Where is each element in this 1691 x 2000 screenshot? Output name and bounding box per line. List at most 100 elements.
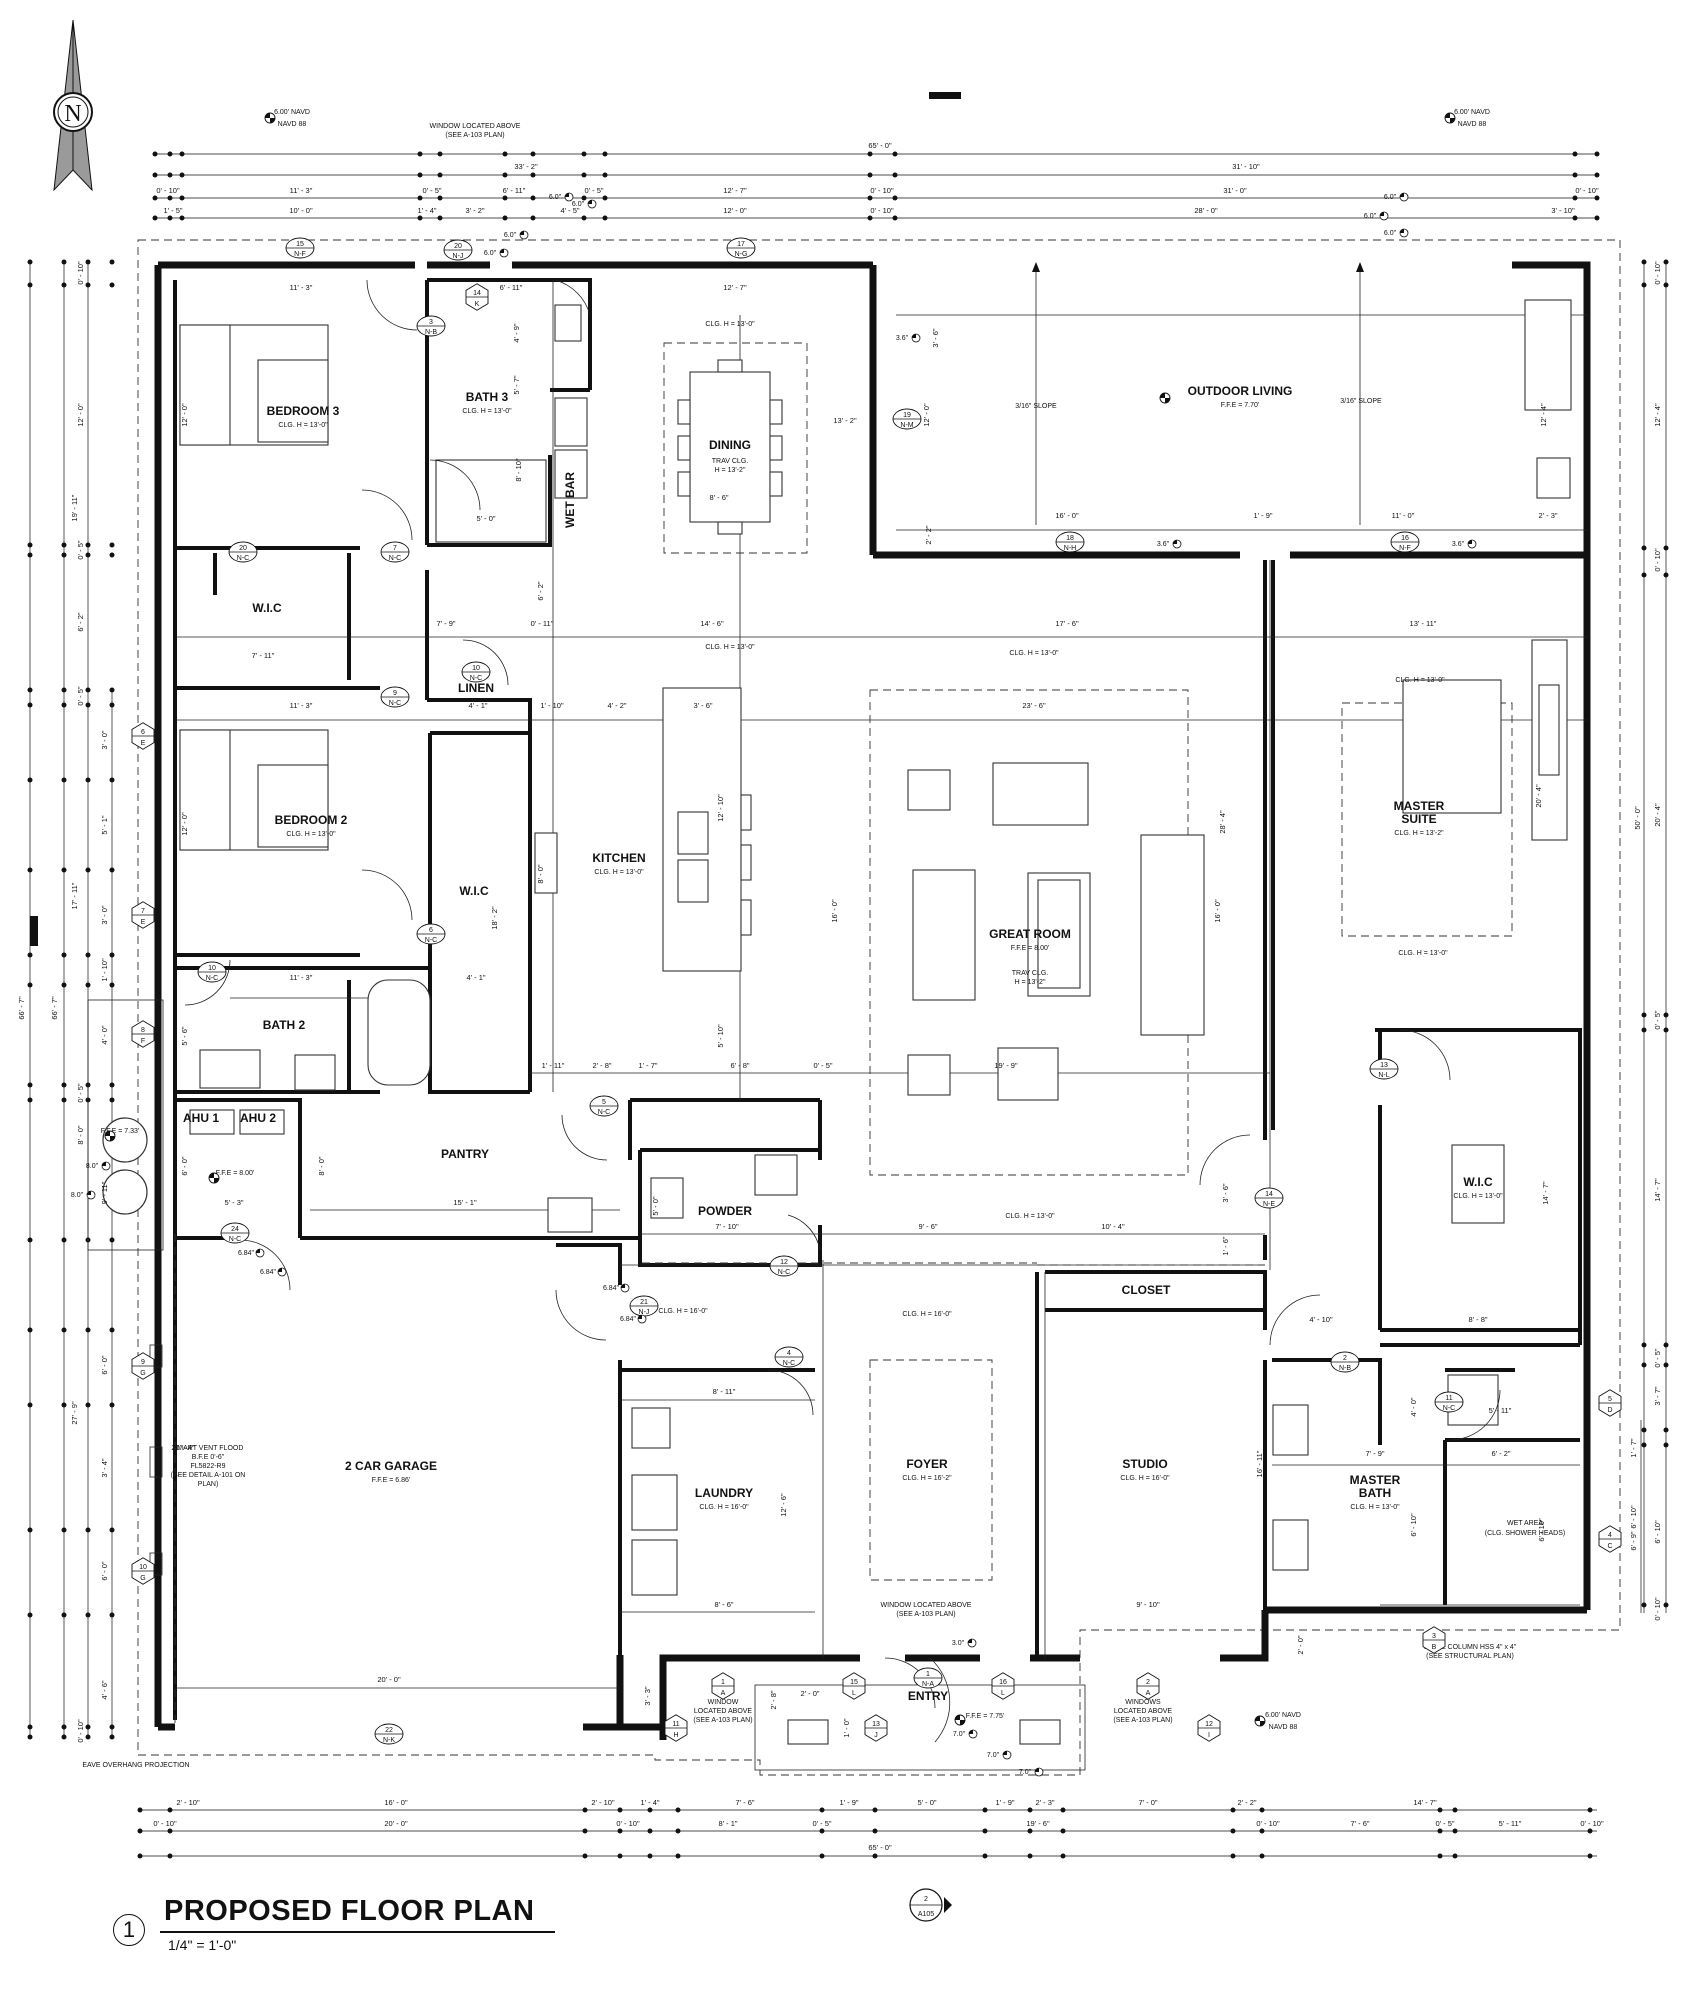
door-tag-number: 14 xyxy=(1265,1191,1273,1198)
top-dimension: 65' - 0" xyxy=(868,141,892,150)
interior-dimension-vertical: 12' - 10" xyxy=(716,794,725,822)
plan-callout: (SEE A-103 PLAN) xyxy=(693,1717,752,1724)
elevation-marker: 6.0" xyxy=(549,192,574,202)
left-dimension: 4' - 0" xyxy=(100,1025,109,1044)
elevation-value: 6.0" xyxy=(484,250,497,257)
door-tag: 20N-J xyxy=(443,239,473,261)
left-dimension: 4' - 6" xyxy=(100,1680,109,1699)
room-label: DINING xyxy=(709,438,751,452)
room-label: W.I.C xyxy=(459,884,489,898)
left-dimension: 9' - 11" xyxy=(100,1181,109,1204)
window-tag: 8F xyxy=(131,1020,155,1048)
top-dimension: 10' - 0" xyxy=(289,206,313,215)
door-tag-type: N-C xyxy=(1443,1405,1455,1412)
bottom-dimension: 1' - 4" xyxy=(640,1798,659,1807)
interior-dimension-vertical: 5' - 6" xyxy=(180,1026,189,1045)
interior-dimension-vertical: 8' - 10" xyxy=(514,458,523,482)
interior-dimension: 2' - 3" xyxy=(1538,511,1557,520)
interior-dimension: 4' - 10" xyxy=(1309,1315,1333,1324)
elevation-value: 6.84" xyxy=(603,1285,620,1292)
door-tag: 10N-C xyxy=(197,961,227,983)
left-dimension: 0' - 5" xyxy=(76,540,85,559)
window-tag-type: L xyxy=(1001,1690,1005,1697)
window-tag-number: 3 xyxy=(1432,1633,1436,1640)
window-tag-number: 7 xyxy=(141,908,145,915)
interior-dimension-vertical: 16' - 0" xyxy=(1213,899,1222,923)
bottom-dimension: 5' - 0" xyxy=(917,1798,936,1807)
door-tag-type: N-C xyxy=(470,675,482,682)
interior-dimension: 9' - 6" xyxy=(918,1222,937,1231)
left-dimension: 27' - 9" xyxy=(70,1401,79,1425)
left-dimension: 6' - 0" xyxy=(100,1561,109,1580)
door-tag-number: 18 xyxy=(1066,535,1074,542)
door-tag-type: N-F xyxy=(294,251,306,258)
interior-dimension-vertical: 8' - 0" xyxy=(536,864,545,883)
door-tag: 20N-C xyxy=(228,541,258,563)
left-marker xyxy=(30,916,38,946)
elevation-marker: 6.0" xyxy=(1384,192,1409,202)
interior-dimension: 13' - 2" xyxy=(833,416,857,425)
top-dimension: 0' - 10" xyxy=(870,206,894,215)
left-dimension: 12' - 0" xyxy=(76,403,85,427)
dimension-lines xyxy=(29,153,1667,1857)
window-tag-type: B xyxy=(1432,1644,1437,1651)
right-dimension: 3' - 7" xyxy=(1653,1386,1662,1405)
elevation-value: 7.0" xyxy=(987,1752,1000,1759)
door-tag-number: 17 xyxy=(737,241,745,248)
top-dimension: 12' - 0" xyxy=(723,206,747,215)
room-label: BEDROOM 2 xyxy=(275,813,348,827)
plan-note: CLG. H = 13'-0" xyxy=(1009,650,1059,657)
interior-dimension: 1' - 9" xyxy=(1253,511,1272,520)
room-ceiling-height: CLG. H = 16'-0" xyxy=(699,1504,749,1511)
interior-dimension-vertical: 12' - 0" xyxy=(922,403,931,427)
bottom-dimension: 7' - 0" xyxy=(1138,1798,1157,1807)
plan-note: 3/16" SLOPE xyxy=(1340,398,1382,405)
door-tag-type: N-J xyxy=(639,1309,650,1316)
datum-icon xyxy=(1444,112,1456,124)
left-dimension: 5' - 1" xyxy=(100,815,109,834)
eave-overhang-line xyxy=(137,239,1621,1776)
elevation-marker: 6.0" xyxy=(504,230,529,240)
interior-dimension: 13' - 11" xyxy=(1410,619,1437,628)
window-tag: 14K xyxy=(465,283,489,311)
interior-dimension: 7' - 9" xyxy=(436,619,455,628)
door-tag: 3N-B xyxy=(416,315,446,337)
interior-dimension: 4' - 1" xyxy=(468,701,487,710)
room-ceiling-height: CLG. H = 13'-0" xyxy=(286,831,336,838)
room-label: MASTER xyxy=(1350,1473,1401,1487)
right-dimension: 6' - 10" xyxy=(1653,1520,1662,1544)
top-dimension: 28' - 0" xyxy=(1194,206,1218,215)
plan-callout: PLAN) xyxy=(198,1481,219,1488)
room-label: PANTRY xyxy=(441,1147,489,1161)
interior-dimension: 10' - 4" xyxy=(1101,1222,1125,1231)
door-tag-type: N-C xyxy=(783,1360,795,1367)
interior-dimension-vertical: 4' - 9" xyxy=(512,323,521,342)
door-tag: 14N-E xyxy=(1254,1187,1284,1209)
top-dimension: 1' - 4" xyxy=(417,206,436,215)
right-dimension: 12' - 4" xyxy=(1653,403,1662,427)
interior-dimension-vertical: 16' - 11" xyxy=(1255,1450,1264,1477)
elevation-value: 6.84" xyxy=(620,1316,637,1323)
plan-note: F.F.E = 8.00' xyxy=(216,1170,255,1177)
interior-dimension: 21' - 4" xyxy=(171,1443,195,1452)
window-tag-number: 9 xyxy=(141,1359,145,1366)
elevation-marker: 6.84" xyxy=(603,1283,630,1293)
door-tag-number: 11 xyxy=(1445,1395,1452,1402)
plan-callout: WINDOWS xyxy=(1125,1699,1161,1706)
drawing-title: PROPOSED FLOOR PLAN xyxy=(164,1895,535,1927)
room-ceiling-note: TRAV CLG. xyxy=(712,458,748,465)
room-ceiling-height: CLG. H = 13'-0" xyxy=(462,408,512,415)
door-tag-type: N-C xyxy=(237,555,249,562)
plan-callout: (SEE A-103 PLAN) xyxy=(1113,1717,1172,1724)
door-tag: 15N-F xyxy=(285,237,315,259)
datum-icon xyxy=(104,1130,116,1142)
north-label: N xyxy=(64,101,81,127)
door-tag-type: N-C xyxy=(389,555,401,562)
elevation-marker: 6.0" xyxy=(1364,211,1389,221)
interior-dimension-vertical: 2' - 2" xyxy=(924,525,933,544)
room-label: MASTER xyxy=(1394,799,1445,813)
elevation-value: 6.0" xyxy=(504,232,517,239)
door-tag-type: N-K xyxy=(383,1737,395,1744)
interior-dimension-vertical: 12' - 0" xyxy=(180,403,189,427)
elevation-marker: 3.6" xyxy=(1157,539,1182,549)
